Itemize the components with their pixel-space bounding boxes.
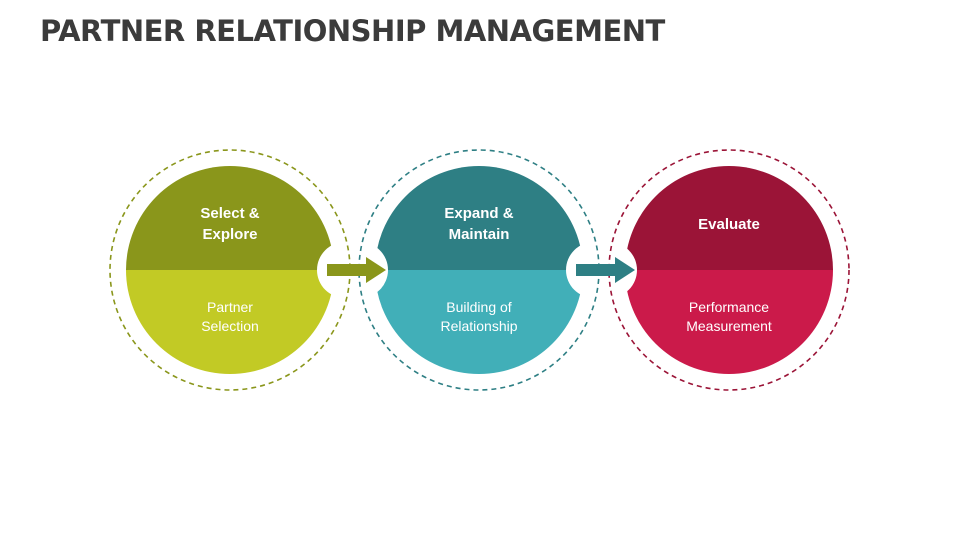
stage-top-half [126, 166, 334, 270]
stage-bottom-half [625, 270, 833, 374]
stage-detail-line: Selection [201, 318, 259, 334]
stage-title-line: Expand & [444, 205, 513, 222]
stage-top-half [375, 166, 583, 270]
stage-title-line: Explore [202, 226, 257, 243]
stage-title-line: Select & [200, 205, 259, 222]
stage-select-explore: Select & Explore Partner Selection [109, 149, 351, 391]
stage-detail-line: Building of [446, 299, 511, 315]
stage-bottom-half [126, 270, 334, 374]
stage-detail-line: Relationship [440, 318, 517, 334]
arrow-right-icon [576, 257, 635, 283]
stage-detail-line: Partner [207, 299, 253, 315]
stage-expand-maintain: Expand & Maintain Building of Relationsh… [358, 149, 600, 391]
page-title: PARTNER RELATIONSHIP MANAGEMENT [40, 14, 665, 48]
stage-ring [608, 149, 850, 391]
stage-bottom-half [375, 270, 583, 374]
stage-top-half [625, 166, 833, 270]
stage-evaluate: Evaluate Performance Measurement [608, 149, 850, 391]
stage-detail-line: Measurement [686, 318, 772, 334]
arrow-right-icon [327, 257, 386, 283]
stage-title-line: Maintain [449, 226, 510, 243]
stage-detail-line: Performance [689, 299, 769, 315]
stage-title-line: Evaluate [698, 216, 760, 233]
